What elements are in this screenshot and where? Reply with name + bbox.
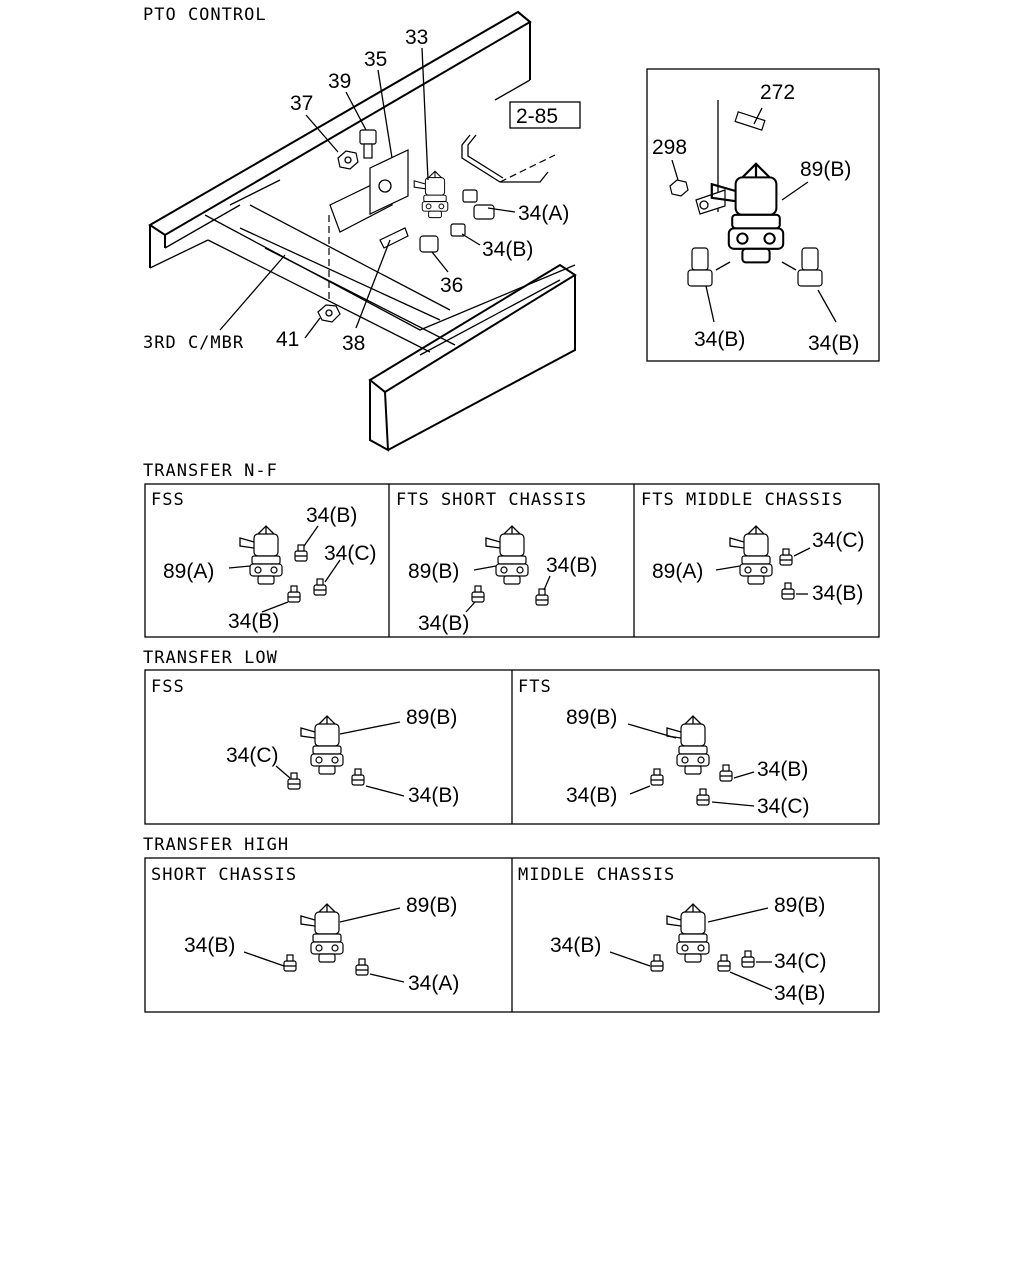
svg-text:89(A): 89(A) — [163, 560, 214, 583]
svg-text:34(C): 34(C) — [774, 950, 827, 973]
nf-fss-panel: FSS 89(A) 34(B) 34(C) 34(B) — [151, 490, 377, 633]
detail-inset-frame — [646, 68, 880, 362]
nf-frame — [144, 483, 880, 638]
svg-text:34(B): 34(B) — [546, 554, 597, 577]
panel-title: FSS — [151, 490, 185, 510]
label-34b-right: 34(B) — [808, 332, 859, 355]
section-title-transfer-low: TRANSFER LOW — [143, 648, 278, 668]
panel-title: FTS SHORT CHASSIS — [396, 490, 587, 510]
label-35: 35 — [364, 48, 387, 71]
label-298: 298 — [652, 136, 687, 159]
label-36: 36 — [440, 274, 463, 297]
svg-text:89(A): 89(A) — [652, 560, 703, 583]
label-33: 33 — [405, 26, 428, 49]
label-272: 272 — [760, 81, 795, 104]
main-labels: 33 35 39 37 2-85 34(A) 34(B) 36 38 41 3R… — [143, 26, 569, 355]
svg-text:34(B): 34(B) — [306, 504, 357, 527]
high-middle-panel: MIDDLE CHASSIS 89(B) 34(B) 34(C) 34(B) — [518, 865, 827, 1005]
svg-text:34(B): 34(B) — [757, 758, 808, 781]
label-38: 38 — [342, 332, 365, 355]
label-34b: 34(B) — [482, 238, 533, 261]
svg-text:89(B): 89(B) — [406, 894, 457, 917]
svg-text:89(B): 89(B) — [408, 560, 459, 583]
panel-title: FTS MIDDLE CHASSIS — [641, 490, 843, 510]
svg-text:89(B): 89(B) — [566, 706, 617, 729]
section-title-transfer-nf: TRANSFER N-F — [143, 461, 278, 481]
panel-title: FSS — [151, 677, 185, 697]
svg-text:34(B): 34(B) — [228, 610, 279, 633]
main-leaders — [219, 47, 516, 339]
svg-text:34(B): 34(B) — [812, 582, 863, 605]
svg-text:89(B): 89(B) — [774, 894, 825, 917]
svg-text:34(B): 34(B) — [408, 784, 459, 807]
reference-box — [509, 101, 581, 129]
label-37: 37 — [290, 92, 313, 115]
svg-text:34(C): 34(C) — [324, 542, 377, 565]
nf-fts-middle-panel: FTS MIDDLE CHASSIS 89(A) 34(C) 34(B) — [641, 490, 865, 605]
svg-text:34(C): 34(C) — [812, 529, 865, 552]
svg-text:34(A): 34(A) — [408, 972, 459, 995]
diagram-title: PTO CONTROL — [143, 5, 267, 25]
panel-title: FTS — [518, 677, 552, 697]
svg-text:34(B): 34(B) — [774, 982, 825, 1005]
svg-text:34(B): 34(B) — [418, 612, 469, 635]
svg-text:34(C): 34(C) — [226, 744, 279, 767]
label-ref: 2-85 — [516, 105, 558, 128]
detail-labels: 272 298 89(B) 34(B) 34(B) — [652, 81, 859, 355]
section-title-transfer-high: TRANSFER HIGH — [143, 835, 289, 855]
svg-text:34(B): 34(B) — [550, 934, 601, 957]
svg-text:34(B): 34(B) — [566, 784, 617, 807]
label-41: 41 — [276, 328, 299, 351]
svg-text:34(C): 34(C) — [757, 795, 810, 818]
high-short-panel: SHORT CHASSIS 89(B) 34(B) 34(A) — [151, 865, 459, 995]
low-fts-panel: FTS 89(B) 34(B) 34(B) 34(C) — [518, 677, 810, 818]
svg-text:34(B): 34(B) — [184, 934, 235, 957]
nf-fts-short-panel: FTS SHORT CHASSIS 89(B) 34(B) 34(B) — [396, 490, 597, 635]
svg-text:89(B): 89(B) — [406, 706, 457, 729]
detail-illustration — [669, 100, 837, 323]
label-89b: 89(B) — [800, 158, 851, 181]
label-34a: 34(A) — [518, 202, 569, 225]
panel-title: MIDDLE CHASSIS — [518, 865, 675, 885]
frame-illustration — [148, 10, 577, 452]
panel-title: SHORT CHASSIS — [151, 865, 297, 885]
label-39: 39 — [328, 70, 351, 93]
label-34b-left: 34(B) — [694, 328, 745, 351]
label-3rd-cross-member: 3RD C/MBR — [143, 333, 244, 353]
low-fss-panel: FSS 89(B) 34(C) 34(B) — [151, 677, 459, 807]
